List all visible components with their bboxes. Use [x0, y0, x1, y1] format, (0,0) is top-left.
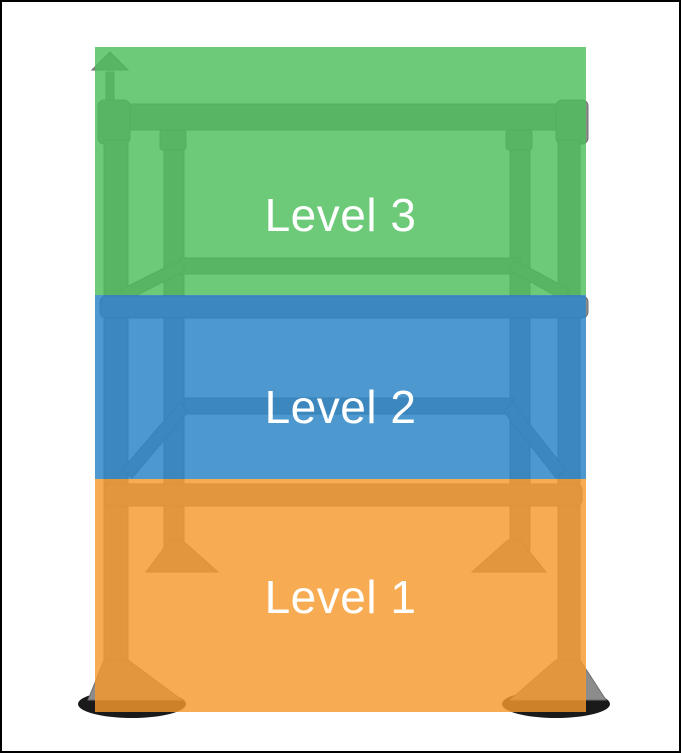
- level-1-region: [95, 479, 586, 712]
- level-2-region: [95, 295, 586, 479]
- level-3-region: [95, 47, 586, 295]
- level-3-label: Level 3: [264, 189, 417, 241]
- level-1-label: Level 1: [264, 571, 417, 623]
- level-2-label: Level 2: [264, 381, 417, 433]
